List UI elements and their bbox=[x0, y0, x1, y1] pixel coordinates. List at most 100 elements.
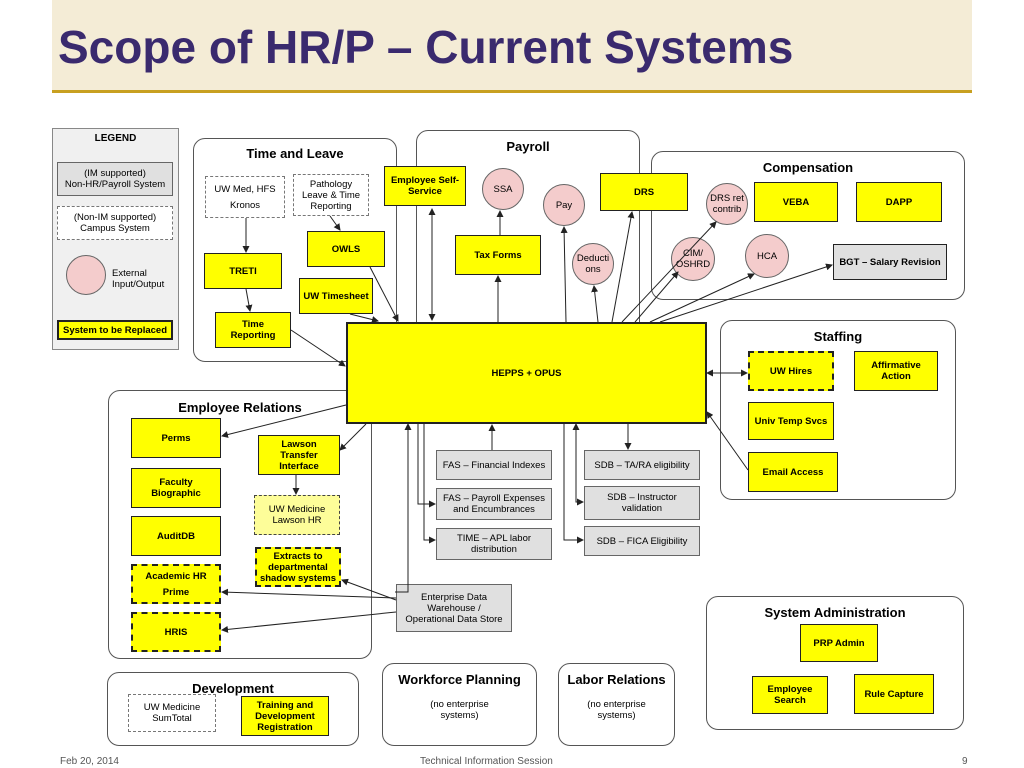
arrow-edw-hris bbox=[221, 611, 397, 633]
legend-external-label: External Input/Output bbox=[112, 268, 174, 290]
treti-label: TRETI bbox=[229, 265, 257, 277]
pathology-line3: Reporting bbox=[310, 200, 352, 212]
arrow-hepps-edw bbox=[395, 423, 412, 593]
drs-label: DRS bbox=[633, 186, 655, 198]
arrow-time-reporting-hepps bbox=[290, 329, 346, 367]
uw-timesheet-label: UW Timesheet bbox=[303, 290, 369, 302]
group-title-employee-relations: Employee Relations bbox=[178, 400, 302, 415]
extracts-line1: Extracts to bbox=[273, 550, 323, 562]
veba-box: VEBA bbox=[754, 182, 838, 222]
title-rule bbox=[52, 90, 972, 93]
prp-admin-label: PRP Admin bbox=[813, 637, 865, 649]
sdb-ta-ra-label: SDB – TA/RA eligibility bbox=[594, 459, 690, 471]
workforce-note-line2: systems) bbox=[440, 710, 479, 721]
uwmed-lawson-line2: Lawson HR bbox=[272, 515, 322, 526]
drs-ret-line1: DRS ret bbox=[710, 193, 744, 204]
sdb-fica-box: SDB – FICA Eligibility bbox=[584, 526, 700, 556]
drs-box: DRS bbox=[600, 173, 688, 211]
training-line3: Registration bbox=[257, 721, 313, 733]
arrow-hepps-drs-ret bbox=[621, 221, 717, 323]
edw-line2: Warehouse / bbox=[427, 602, 481, 614]
group-title-compensation: Compensation bbox=[762, 160, 854, 175]
employee-search-box: Employee Search bbox=[752, 676, 828, 714]
footer-date: Feb 20, 2014 bbox=[60, 756, 119, 767]
arrow-email-hepps bbox=[706, 411, 749, 471]
group-labor-relations: Labor Relations bbox=[558, 663, 675, 746]
sumtotal-line1: UW Medicine bbox=[143, 702, 201, 713]
uwmed-kronos-line2: Kronos bbox=[229, 199, 261, 211]
faculty-biographic-box: Faculty Biographic bbox=[131, 468, 221, 508]
drs-ret-line2: contrib bbox=[712, 204, 742, 215]
deductions-line1: Deducti bbox=[576, 253, 610, 264]
time-apl-line1: TIME – APL labor bbox=[456, 533, 532, 544]
pathology-line1: Pathology bbox=[309, 178, 353, 190]
fas-payroll-line2: and Encumbrances bbox=[453, 504, 535, 515]
time-apl-line2: distribution bbox=[471, 544, 517, 555]
sumtotal-line2: SumTotal bbox=[152, 713, 192, 724]
dapp-label: DAPP bbox=[885, 196, 913, 208]
legend-heading: LEGEND bbox=[94, 133, 137, 144]
rule-capture-label: Rule Capture bbox=[864, 688, 924, 700]
legend-im-line1: (IM supported) bbox=[84, 168, 146, 179]
workforce-note-line1: (no enterprise bbox=[430, 699, 489, 710]
legend-external-line2: Input/Output bbox=[112, 279, 165, 290]
cim-line1: CIM/ bbox=[682, 248, 704, 259]
arrow-owls-hepps bbox=[369, 266, 399, 322]
perms-label: Perms bbox=[161, 432, 191, 444]
sdb-fica-label: SDB – FICA Eligibility bbox=[596, 535, 688, 547]
deductions-circle: Deducti ons bbox=[572, 243, 614, 285]
arrow-hepps-sdb-fica bbox=[563, 424, 584, 544]
academic-hr-prime-box: Academic HR Prime bbox=[131, 564, 221, 604]
perms-box: Perms bbox=[131, 418, 221, 458]
email-access-label: Email Access bbox=[762, 466, 824, 478]
arrow-treti-time-reporting bbox=[245, 288, 253, 312]
sdb-instructor-line1: SDB – Instructor bbox=[607, 492, 677, 503]
employee-search-line2: Search bbox=[774, 695, 806, 706]
lawson-transfer-interface-box: Lawson Transfer Interface bbox=[258, 435, 340, 475]
workforce-note: (no enterprise systems) bbox=[402, 699, 517, 721]
fas-payroll-line1: FAS – Payroll Expenses bbox=[443, 493, 545, 504]
arrow-edw-extracts bbox=[341, 578, 397, 601]
owls-box: OWLS bbox=[307, 231, 385, 267]
dapp-box: DAPP bbox=[856, 182, 942, 222]
drs-ret-contrib-circle: DRS ret contrib bbox=[706, 183, 748, 225]
univ-temp-label: Univ Temp Svcs bbox=[754, 415, 828, 427]
academic-line2: Prime bbox=[162, 586, 190, 598]
ssa-circle: SSA bbox=[482, 168, 524, 210]
univ-temp-svcs-box: Univ Temp Svcs bbox=[748, 402, 834, 440]
legend-replaced-label: System to be Replaced bbox=[62, 324, 167, 336]
owls-label: OWLS bbox=[331, 243, 361, 255]
uw-medicine-sumtotal-box: UW Medicine SumTotal bbox=[128, 694, 216, 732]
fas-payroll-expenses-box: FAS – Payroll Expenses and Encumbrances bbox=[436, 488, 552, 520]
arrow-hepps-deductions bbox=[591, 285, 599, 323]
enterprise-data-warehouse-box: Enterprise Data Warehouse / Operational … bbox=[396, 584, 512, 632]
legend-non-im-box: (Non-IM supported) Campus System bbox=[57, 206, 173, 240]
group-title-system-administration: System Administration bbox=[764, 605, 906, 620]
pathology-box: Pathology Leave & Time Reporting bbox=[293, 174, 369, 216]
arrow-hepps-sdb-instructor bbox=[572, 423, 584, 506]
ssa-label: SSA bbox=[493, 183, 513, 195]
uwmed-lawson-line1: UW Medicine bbox=[268, 504, 326, 515]
pay-label: Pay bbox=[555, 199, 573, 211]
group-title-labor-relations: Labor Relations bbox=[567, 672, 666, 687]
hepps-opus-label: HEPPS + OPUS bbox=[491, 367, 562, 379]
faculty-line2: Biographic bbox=[151, 488, 201, 499]
arrow-hepps-lawson bbox=[339, 423, 367, 451]
sdb-instructor-line2: validation bbox=[621, 503, 663, 514]
extracts-line3: shadow systems bbox=[259, 572, 337, 584]
bgt-salary-revision-box: BGT – Salary Revision bbox=[833, 244, 947, 280]
affirmative-line1: Affirmative bbox=[871, 360, 921, 371]
group-title-development: Development bbox=[192, 681, 274, 696]
group-title-staffing: Staffing bbox=[813, 329, 863, 344]
treti-box: TRETI bbox=[204, 253, 282, 289]
uwmed-kronos-line1: UW Med, HFS bbox=[214, 183, 276, 195]
pathology-line2: Leave & Time bbox=[301, 189, 361, 201]
deductions-line2: ons bbox=[585, 264, 601, 275]
hepps-opus-box: HEPPS + OPUS bbox=[346, 322, 707, 424]
time-apl-box: TIME – APL labor distribution bbox=[436, 528, 552, 560]
extracts-line2: departmental bbox=[268, 561, 328, 573]
labor-note: (no enterprise systems) bbox=[560, 699, 673, 721]
time-reporting-box: Time Reporting bbox=[215, 312, 291, 348]
arrow-hepps-hca bbox=[649, 273, 755, 323]
